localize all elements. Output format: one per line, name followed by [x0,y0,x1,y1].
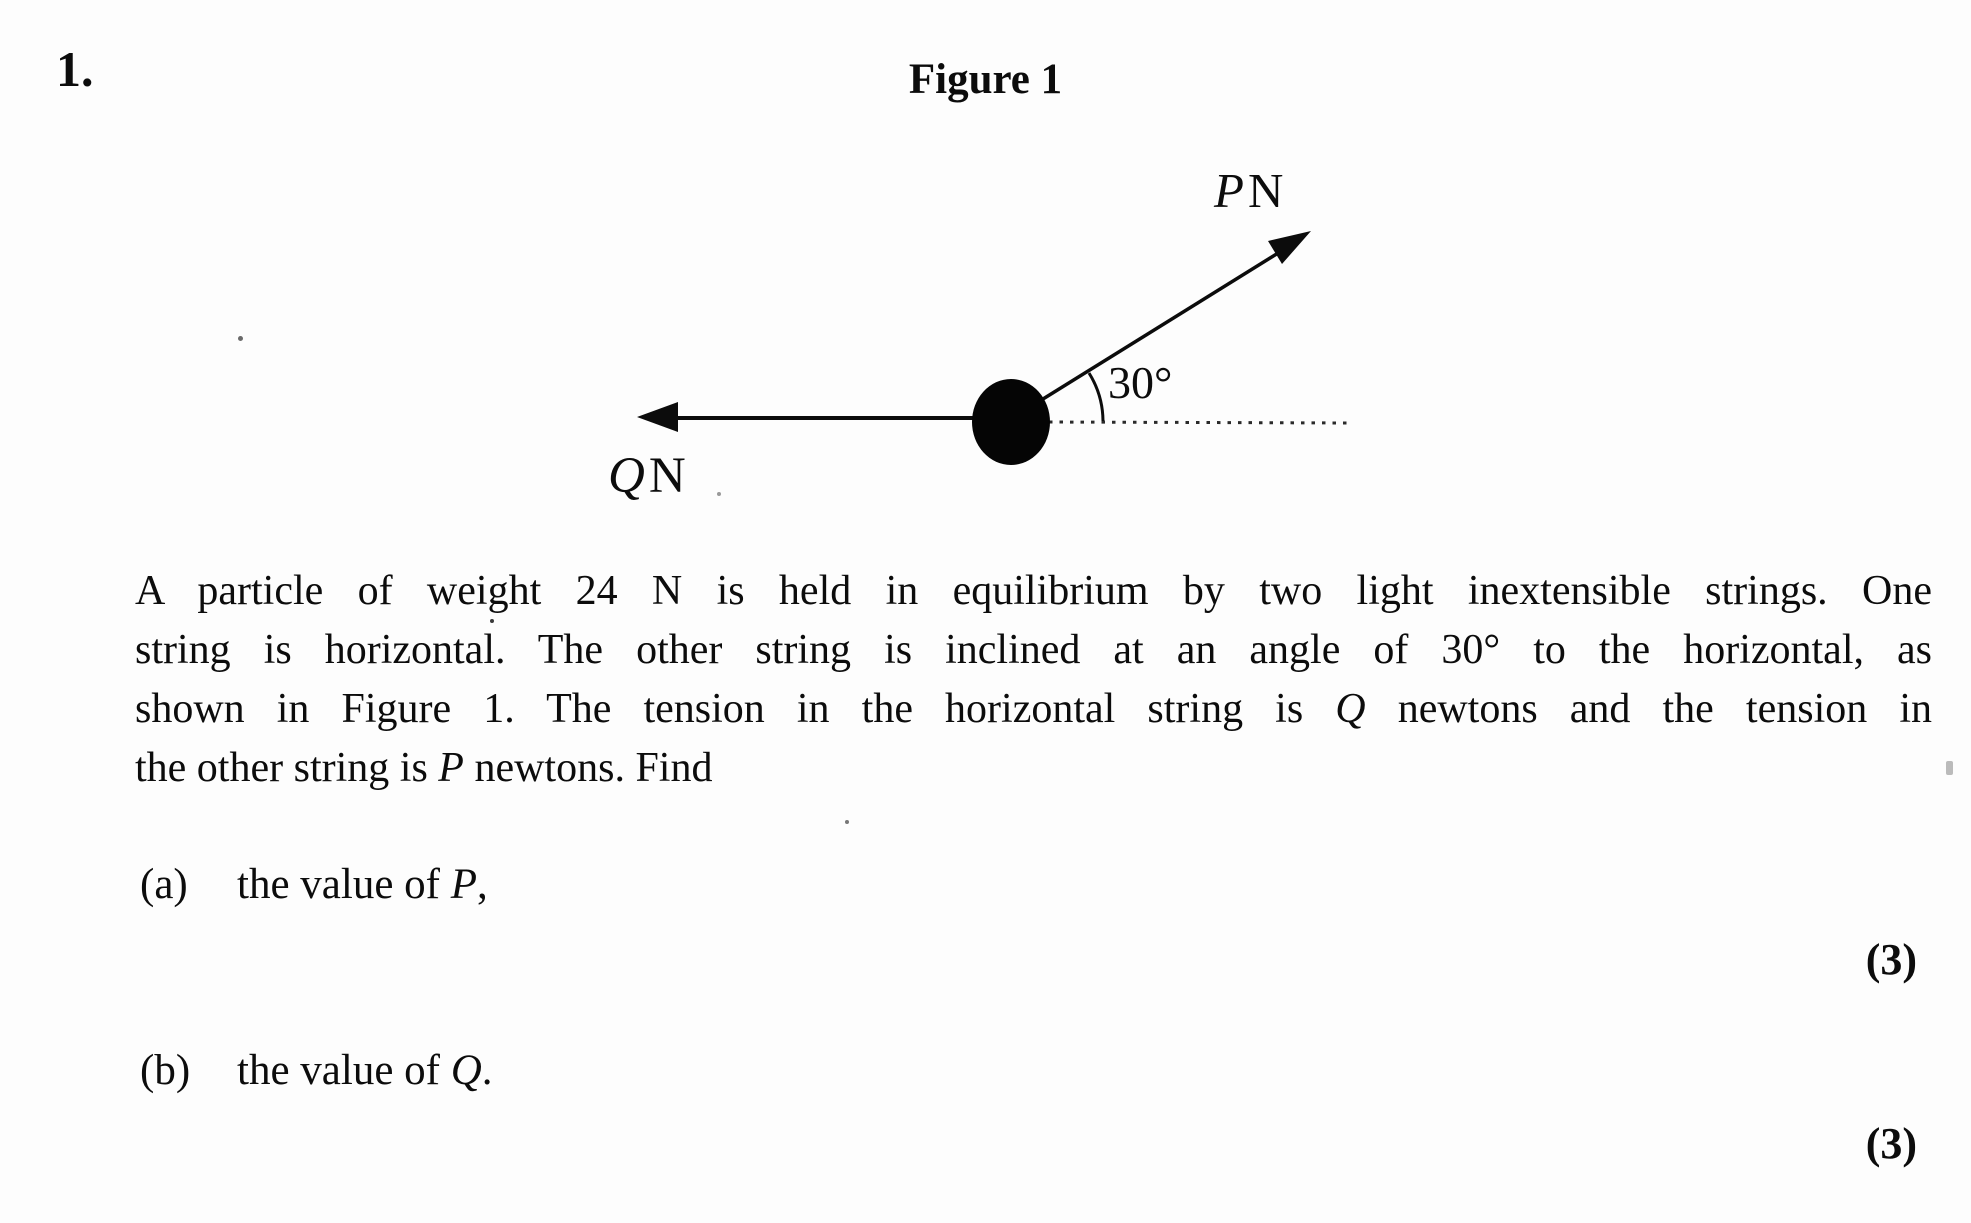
part-a-text-after: , [477,861,488,908]
part-a-text-before: the value of [237,861,451,908]
part-b-marks: (3) [1865,1119,1917,1168]
part-b-text-before: the value of [237,1047,451,1094]
question-paragraph: A particle of weight 24 N is held in equ… [135,562,1932,798]
force-diagram: PN 30° QN [560,150,1420,530]
paragraph-line-2: string is horizontal. The other string i… [135,627,1932,673]
q-variable: Q [608,448,645,504]
part-b-label: (b) [140,1047,191,1094]
part-b-text-after: . [481,1047,493,1094]
horizontal-reference-dotted-line [1048,420,1350,425]
line4-text-a: the other string is [135,745,439,791]
p-unit: N [1247,163,1284,218]
scan-speck [238,336,243,341]
scan-speck [490,619,494,623]
part-a-label: (a) [140,861,188,908]
scan-speck [845,820,849,824]
p-variable: P [1214,163,1244,218]
line3-text-a: shown in Figure 1. The tension in the ho… [135,686,1336,732]
line4-text-b: newtons. Find [463,745,713,791]
part-b-row: (b) the value of Q. [140,1044,1740,1098]
part-a-row: (a) the value of P, [140,858,1740,912]
part-a-variable: P [450,861,478,908]
part-a-marks: (3) [1865,935,1917,984]
part-b-text: the value of Q. [237,1044,493,1098]
p-string-line [1042,248,1284,401]
force-label-p: PN [1214,166,1283,215]
scan-speck [1946,761,1953,775]
paragraph-line-3: shown in Figure 1. The tension in the ho… [135,680,1932,739]
q-unit: N [648,448,686,504]
line3-variable-q: Q [1335,686,1366,732]
q-arrowhead-icon [637,402,678,432]
question-number: 1. [56,41,94,97]
particle-icon [972,379,1050,465]
part-b-variable: Q [450,1047,482,1094]
line4-variable-p: P [438,745,464,791]
force-label-q: QN [608,451,686,502]
p-arrowhead-icon [1268,231,1311,264]
figure-title: Figure 1 [908,56,1063,103]
scan-speck [717,492,721,496]
paragraph-line-1: A particle of weight 24 N is held in equ… [135,568,1932,614]
angle-arc [1087,372,1105,422]
paragraph-line-4: the other string is P newtons. Find [135,739,1932,798]
line3-text-b: newtons and the tension in [1365,686,1932,732]
angle-label: 30° [1108,357,1173,408]
part-a-text: the value of P, [237,858,488,912]
force-diagram-canvas [637,231,1350,465]
